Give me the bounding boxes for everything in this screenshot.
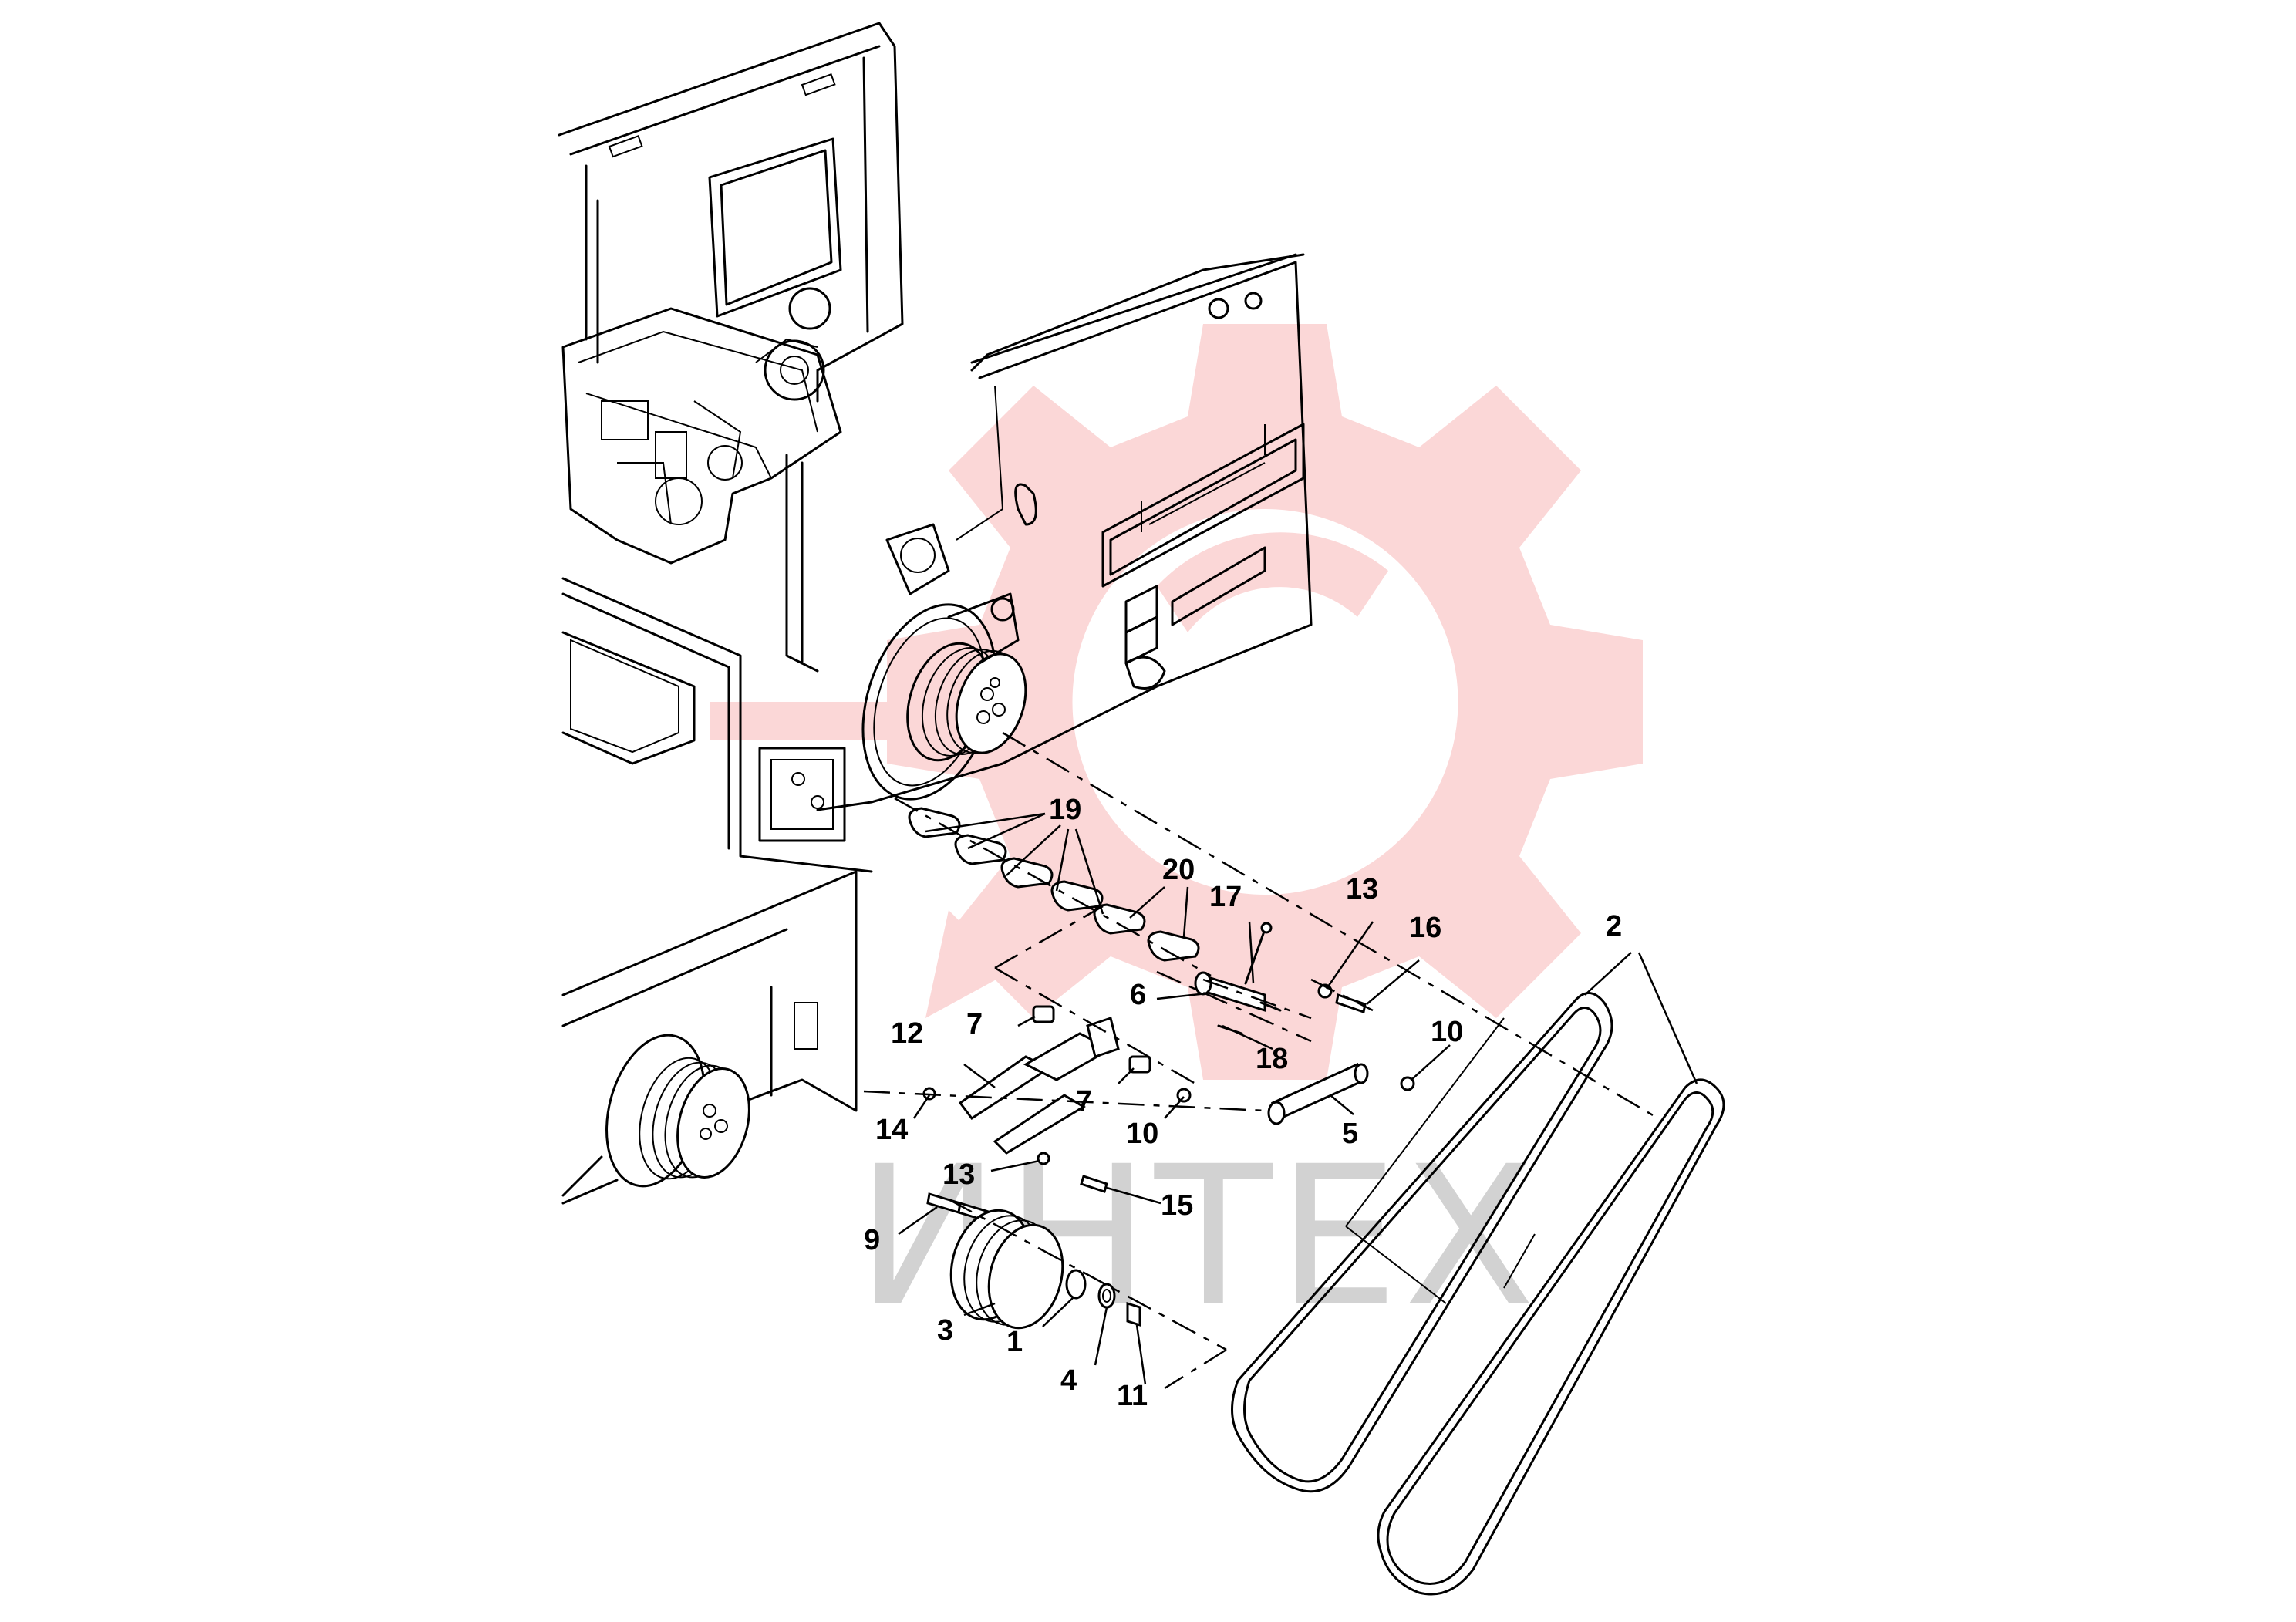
callout-labels: 19 20 17 13 16 2 6 7 12 18 10 7 10 14 5 … bbox=[864, 794, 1622, 1412]
callout-7-upper: 7 bbox=[966, 1008, 983, 1040]
callout-9: 9 bbox=[864, 1224, 880, 1256]
callout-14: 14 bbox=[875, 1114, 908, 1146]
callout-10-left: 10 bbox=[1126, 1118, 1158, 1150]
callout-6: 6 bbox=[1130, 979, 1146, 1011]
lower-left-pulley bbox=[561, 1034, 750, 1197]
callout-10-right: 10 bbox=[1431, 1016, 1463, 1048]
callout-20: 20 bbox=[1162, 854, 1195, 886]
drive-belts bbox=[1231, 992, 1725, 1596]
callout-13-upper: 13 bbox=[1346, 873, 1378, 905]
callout-4: 4 bbox=[1060, 1364, 1077, 1397]
callout-15: 15 bbox=[1161, 1189, 1193, 1222]
callout-11: 11 bbox=[1117, 1380, 1148, 1412]
callout-13-lower: 13 bbox=[942, 1158, 975, 1191]
callout-18: 18 bbox=[1256, 1043, 1288, 1075]
callout-19: 19 bbox=[1049, 794, 1081, 826]
callout-16: 16 bbox=[1409, 912, 1441, 944]
assembly-lines bbox=[863, 731, 1659, 1390]
callout-7-lower: 7 bbox=[1076, 1085, 1092, 1118]
callout-17: 17 bbox=[1209, 881, 1242, 913]
machine-frame bbox=[558, 22, 1313, 1205]
callout-3: 3 bbox=[937, 1314, 953, 1347]
callout-2: 2 bbox=[1606, 910, 1622, 943]
callout-12: 12 bbox=[891, 1017, 923, 1050]
drive-pulley-assembly bbox=[861, 523, 1027, 801]
callout-1: 1 bbox=[1006, 1326, 1023, 1358]
leader-lines bbox=[898, 812, 1698, 1385]
callout-5: 5 bbox=[1342, 1118, 1358, 1150]
watermark-gear-logo bbox=[710, 324, 1643, 1080]
